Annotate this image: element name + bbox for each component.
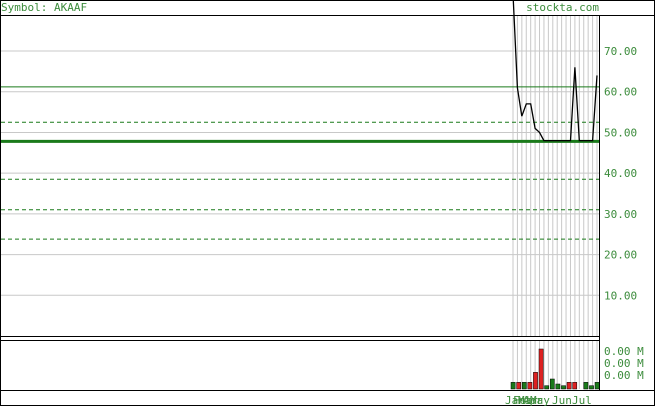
volume-tick-label: 0.00 M: [604, 357, 644, 370]
month-label: Jul: [572, 394, 592, 406]
month-label: Apr: [523, 394, 543, 406]
volume-tick-label: 0.00 M: [604, 369, 644, 382]
volume-bar: [572, 382, 578, 390]
volume-bar: [538, 348, 544, 390]
volume-bar: [533, 372, 538, 390]
volume-bar: [549, 378, 555, 390]
price-tick-label: 40.00: [604, 167, 637, 180]
volume-bar: [510, 382, 516, 390]
price-tick-label: 20.00: [604, 249, 637, 262]
price-tick-label: 50.00: [604, 126, 637, 139]
month-label: May: [530, 394, 550, 406]
price-tick-label: 30.00: [604, 208, 637, 221]
volume-bar: [544, 385, 550, 390]
volume-bar: [561, 385, 566, 390]
volume-axis-labels: 0.00 M0.00 M0.00 M: [604, 345, 644, 382]
volume-tick-label: 0.00 M: [604, 345, 644, 358]
site-label: stockta.com: [526, 1, 599, 14]
price-gridlines: [1, 50, 599, 296]
volume-bars: [510, 348, 600, 390]
price-tick-label: 60.00: [604, 86, 637, 99]
volume-bar: [555, 383, 561, 390]
month-label: Jan: [505, 394, 525, 406]
month-label: Feb: [513, 394, 533, 406]
month-label: Jun: [552, 394, 572, 406]
symbol-label: Symbol: AKAAF: [1, 1, 87, 14]
price-series-line: [512, 0, 598, 142]
price-axis-labels: 10.00 20.00 30.00 40.00 50.00 60.00 70.00: [604, 45, 637, 302]
time-gridlines: [512, 16, 598, 389]
volume-bar: [516, 382, 522, 390]
price-tick-label: 70.00: [604, 45, 637, 58]
volume-bar: [566, 382, 572, 390]
month-label: Mar: [518, 394, 538, 406]
volume-bar: [527, 382, 533, 390]
volume-bar: [594, 382, 600, 390]
support-resistance-levels: [1, 86, 599, 240]
volume-bar: [589, 385, 594, 390]
price-line-group: [512, 0, 598, 142]
volume-bar: [583, 382, 589, 390]
volume-bar: [521, 382, 527, 390]
price-tick-label: 10.00: [604, 289, 637, 302]
